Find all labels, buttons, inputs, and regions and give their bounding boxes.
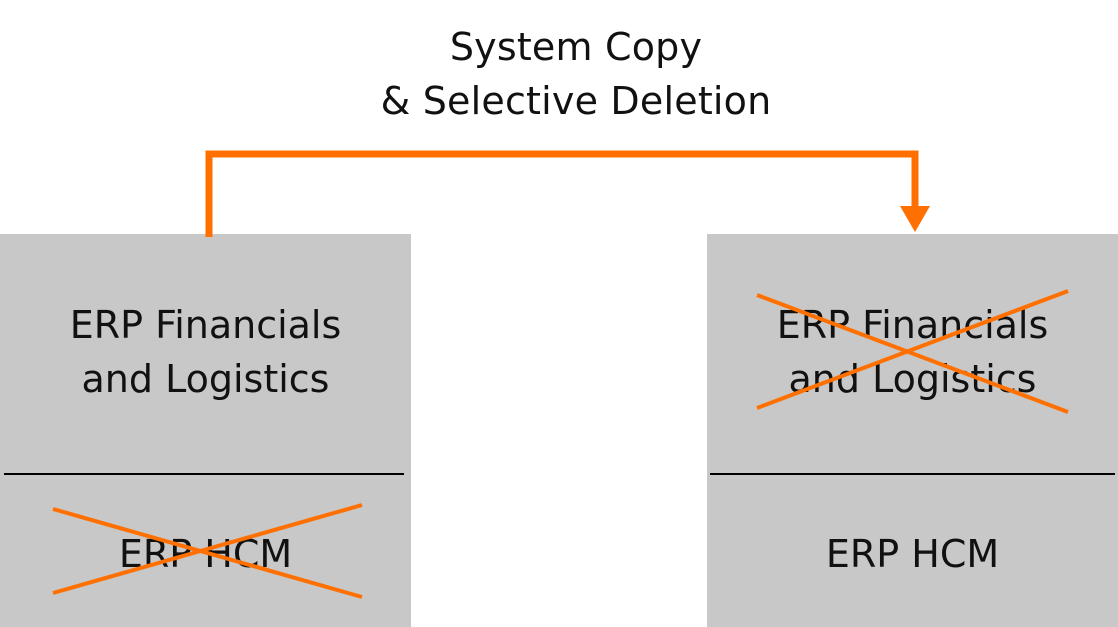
copy-connector-line [205, 150, 919, 237]
source-lower-label: ERP HCM [118, 532, 293, 576]
target-lower-label: ERP HCM [825, 532, 1000, 576]
source-system-box: ERP Financials and Logistics ERP HCM [0, 234, 411, 627]
diagram-title: System Copy & Selective Deletion [0, 20, 1118, 128]
source-upper-label: ERP Financials and Logistics [0, 298, 411, 406]
target-upper-label: ERP Financials and Logistics [707, 298, 1118, 406]
source-upper-line-2: and Logistics [81, 357, 330, 401]
target-divider [710, 473, 1115, 475]
source-upper-line-1: ERP Financials [69, 303, 342, 347]
source-divider [4, 473, 404, 475]
title-line-2: & Selective Deletion [380, 79, 772, 123]
copy-arrowhead [900, 206, 930, 232]
target-upper-line-2: and Logistics [788, 357, 1037, 401]
target-system-box: ERP Financials and Logistics ERP HCM [707, 234, 1118, 627]
title-line-1: System Copy [449, 25, 703, 69]
target-upper-line-1: ERP Financials [776, 303, 1049, 347]
